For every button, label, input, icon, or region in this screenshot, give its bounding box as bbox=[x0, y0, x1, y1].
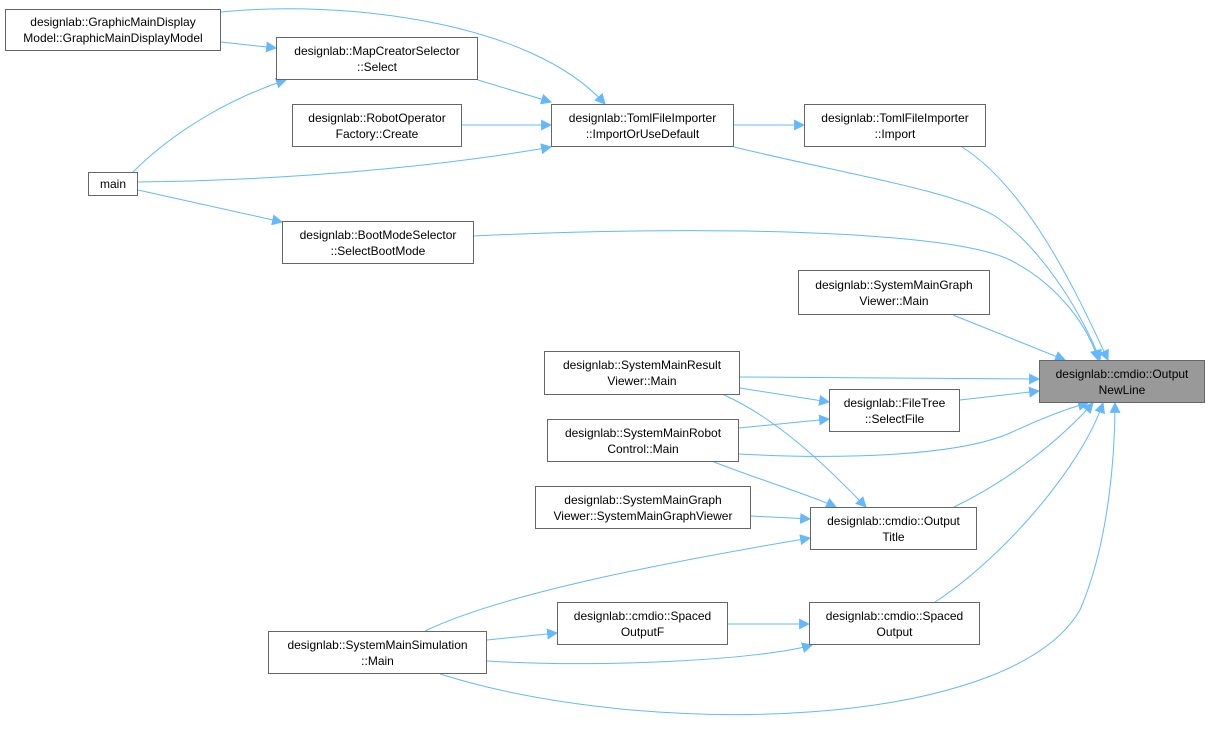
node-label-line-1: designlab::MapCreatorSelector bbox=[294, 43, 460, 58]
edge-main-to-boot-selector bbox=[137, 189, 284, 226]
node-graph-viewer-main[interactable]: designlab::SystemMainGraph Viewer::Main bbox=[798, 270, 990, 315]
edge-simulation-to-spaced-output-f bbox=[486, 628, 559, 641]
node-label-line-1: designlab::cmdio::Spaced bbox=[573, 608, 712, 623]
node-label-line-1: designlab::FileTree bbox=[843, 395, 946, 410]
node-label-line-2: Model::GraphicMainDisplayModel bbox=[23, 31, 203, 45]
node-label-line-2: ::Main bbox=[361, 653, 394, 668]
edge-map-selector-to-toml-default bbox=[477, 79, 553, 105]
edge-graph-viewer-to-newline bbox=[952, 314, 1067, 362]
node-label-line-1: designlab::SystemMainSimulation bbox=[287, 637, 468, 652]
node-robot-operator-factory-create[interactable]: designlab::RobotOperator Factory::Create bbox=[292, 104, 462, 147]
node-label-line-2: Viewer::Main bbox=[859, 293, 929, 308]
node-label-line-1: designlab::GraphicMainDisplay bbox=[30, 15, 196, 29]
node-spaced-output[interactable]: designlab::cmdio::Spaced Output bbox=[809, 602, 980, 645]
node-label-line-1: designlab::TomlFileImporter bbox=[568, 110, 717, 125]
node-toml-import-or-use-default[interactable]: designlab::TomlFileImporter ::ImportOrUs… bbox=[551, 104, 734, 147]
node-label-line-2: ::ImportOrUseDefault bbox=[585, 126, 700, 141]
node-spaced-output-f[interactable]: designlab::cmdio::Spaced OutputF bbox=[557, 602, 728, 645]
edge-simulation-to-newline bbox=[439, 401, 1121, 716]
node-graphic-main-display-model[interactable]: designlab::GraphicMainDisplay Model::Gra… bbox=[5, 9, 221, 51]
edge-result-viewer-to-file-tree bbox=[739, 387, 831, 406]
edge-simulation-to-spaced-output bbox=[486, 642, 814, 665]
node-label-line-1: designlab::RobotOperator bbox=[308, 110, 446, 125]
edge-robot-control-to-output-title bbox=[713, 461, 837, 508]
edge-file-tree-to-newline bbox=[959, 386, 1041, 401]
node-label-line-1: designlab::cmdio::Spaced bbox=[825, 608, 964, 623]
node-label-line-2: Viewer::Main bbox=[607, 374, 677, 388]
node-label-line-2: Control::Main bbox=[607, 441, 679, 456]
edge-robot-control-to-file-tree bbox=[738, 414, 831, 429]
node-main[interactable]: main bbox=[88, 172, 138, 196]
node-label-line-1: designlab::cmdio::Output bbox=[1055, 366, 1189, 381]
node-label-line-2: Title bbox=[882, 529, 905, 544]
node-simulation-main[interactable]: designlab::SystemMainSimulation ::Main bbox=[268, 631, 487, 674]
node-label-line-1: designlab::SystemMainResult bbox=[562, 358, 722, 372]
node-label-line-2: ::Select bbox=[356, 59, 398, 74]
node-label-line-2: Output bbox=[876, 624, 913, 639]
node-result-viewer-main[interactable]: designlab::SystemMainResult Viewer::Main bbox=[544, 351, 740, 395]
node-graph-viewer-constructor[interactable]: designlab::SystemMainGraph Viewer::Syste… bbox=[535, 486, 751, 529]
node-robot-control-main[interactable]: designlab::SystemMainRobot Control::Main bbox=[547, 419, 739, 462]
node-label-line-1: main bbox=[99, 177, 126, 191]
node-label-line-2: NewLine bbox=[1098, 382, 1146, 397]
edge-output-title-to-newline bbox=[953, 402, 1094, 508]
edge-main-to-toml-default bbox=[137, 143, 553, 183]
edge-graphic-model-to-toml-default bbox=[220, 8, 606, 105]
edge-robot-control-to-newline bbox=[738, 400, 1090, 457]
node-label-line-2: ::Import bbox=[874, 126, 916, 141]
node-label-line-1: designlab::TomlFileImporter bbox=[821, 110, 969, 125]
node-label-line-2: Viewer::SystemMainGraphViewer bbox=[553, 508, 733, 523]
node-label-line-2: ::SelectBootMode bbox=[330, 243, 426, 258]
edge-result-viewer-to-newline bbox=[739, 373, 1041, 385]
node-file-tree-select-file[interactable]: designlab::FileTree ::SelectFile bbox=[829, 389, 960, 432]
node-label-line-2: OutputF bbox=[620, 624, 665, 639]
node-label-line-1: designlab::SystemMainGraph bbox=[815, 277, 973, 292]
node-output-title[interactable]: designlab::cmdio::Output Title bbox=[810, 507, 977, 550]
node-map-creator-selector-select[interactable]: designlab::MapCreatorSelector ::Select bbox=[276, 37, 478, 80]
node-label-line-2: Factory::Create bbox=[335, 126, 419, 141]
node-label-line-1: designlab::SystemMainGraph bbox=[564, 492, 722, 507]
edge-simulation-to-output-title bbox=[424, 534, 812, 632]
edge-spaced-output-to-newline bbox=[934, 401, 1105, 603]
node-output-newline-focus: designlab::cmdio::Output NewLine bbox=[1039, 360, 1205, 403]
edge-toml-import-to-newline bbox=[961, 146, 1109, 361]
node-label-line-1: designlab::cmdio::Output bbox=[827, 513, 960, 528]
node-label-line-2: ::SelectFile bbox=[864, 411, 925, 426]
node-boot-mode-selector[interactable]: designlab::BootModeSelector ::SelectBoot… bbox=[282, 221, 474, 264]
node-toml-import[interactable]: designlab::TomlFileImporter ::Import bbox=[804, 104, 986, 147]
edge-boot-selector-to-newline bbox=[473, 230, 1101, 362]
edge-graphic-model-to-map-selector bbox=[220, 41, 278, 53]
edge-toml-default-to-newline bbox=[733, 146, 1102, 362]
edge-graph-ctor-to-output-title bbox=[750, 513, 812, 524]
node-label-line-1: designlab::BootModeSelector bbox=[299, 227, 457, 242]
node-label-line-1: designlab::SystemMainRobot bbox=[564, 425, 722, 440]
edge-main-to-graphic-model bbox=[132, 77, 288, 173]
edge-result-viewer-to-output-title bbox=[723, 394, 867, 508]
